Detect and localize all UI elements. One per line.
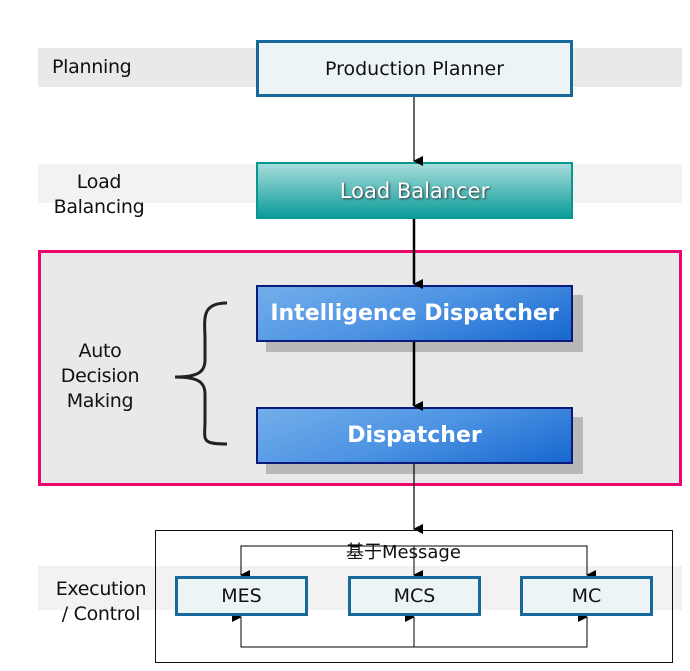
stage-label-auto-decision: Auto Decision Making [60, 340, 140, 412]
mes-node[interactable]: MES [175, 576, 308, 616]
mc-node[interactable]: MC [520, 576, 653, 616]
dispatcher-node[interactable]: Dispatcher [256, 407, 573, 464]
mes-label: MES [221, 585, 262, 607]
production-planner-label: Production Planner [324, 57, 505, 80]
mcs-label: MCS [393, 585, 436, 607]
stage-label-execution: Execution / Control [55, 578, 147, 625]
load-balancer-label: Load Balancer [339, 178, 490, 203]
stage-label-load-balancing: Load Balancing [53, 171, 145, 218]
intelligence-dispatcher-label: Intelligence Dispatcher [270, 301, 559, 326]
stage-label-planning: Planning [52, 56, 132, 78]
intelligence-dispatcher-node[interactable]: Intelligence Dispatcher [256, 285, 573, 342]
dispatcher-label: Dispatcher [347, 423, 482, 448]
message-bus-label: 基于Message [346, 542, 461, 563]
mc-label: MC [571, 585, 602, 607]
load-balancer-node[interactable]: Load Balancer [256, 162, 573, 219]
mcs-node[interactable]: MCS [348, 576, 481, 616]
production-planner-node[interactable]: Production Planner [256, 40, 573, 97]
brace-icon [174, 301, 228, 446]
